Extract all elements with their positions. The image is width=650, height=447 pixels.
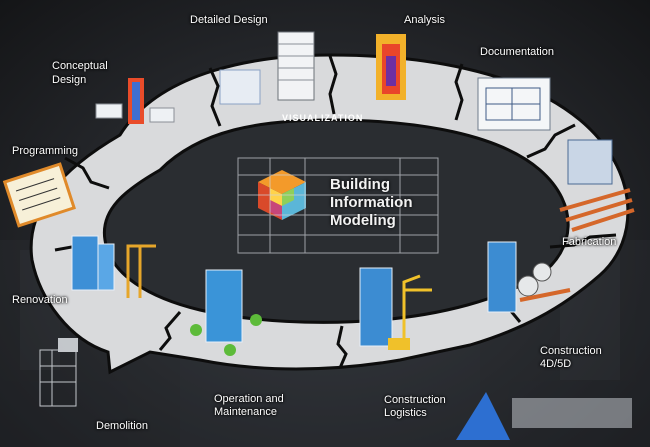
conceptual-design-illustration — [95, 78, 175, 124]
analysis-illustration — [376, 34, 406, 100]
label-conceptual-design-line1: Conceptual — [52, 60, 108, 72]
center-title-line2: Information — [330, 194, 413, 211]
label-construction-logistics-line1: Construction — [384, 394, 446, 406]
wireframe-building — [237, 157, 439, 254]
center-title-line3: Modeling — [330, 212, 396, 229]
fabrication-illustration — [559, 139, 635, 232]
label-programming: Programming — [12, 145, 79, 157]
label-operation-line2: Maintenance — [214, 406, 277, 418]
label-construction-logistics-line2: Logistics — [384, 407, 427, 419]
construction-4d5d-illustration — [487, 241, 571, 313]
detailed-design-illustration — [219, 31, 315, 105]
ring-label-visualization: VISUALIZATION — [282, 113, 364, 123]
label-construction-4d5d-line2: 4D/5D — [540, 358, 572, 370]
operation-illustration — [190, 269, 262, 356]
programming-illustration — [2, 162, 76, 228]
documentation-illustration — [477, 77, 551, 131]
label-operation-line1: Operation and — [214, 393, 284, 405]
label-analysis: Analysis — [404, 14, 445, 26]
label-conceptual-design-line2: Design — [52, 74, 87, 86]
demolition-illustration — [39, 338, 78, 407]
label-renovation: Renovation — [12, 294, 68, 306]
label-demolition: Demolition — [96, 420, 148, 432]
center-title: Building Information Modeling — [330, 176, 413, 230]
construction-logistics-illustration — [359, 267, 432, 350]
label-documentation: Documentation — [480, 46, 554, 58]
label-construction-4d5d-line1: Construction — [540, 345, 602, 357]
renovation-illustration — [71, 235, 156, 298]
corner-logo-graphic — [456, 392, 632, 440]
label-detailed-design: Detailed Design — [190, 14, 268, 26]
center-title-line1: Building — [330, 176, 390, 193]
label-fabrication: Fabrication — [562, 236, 617, 248]
